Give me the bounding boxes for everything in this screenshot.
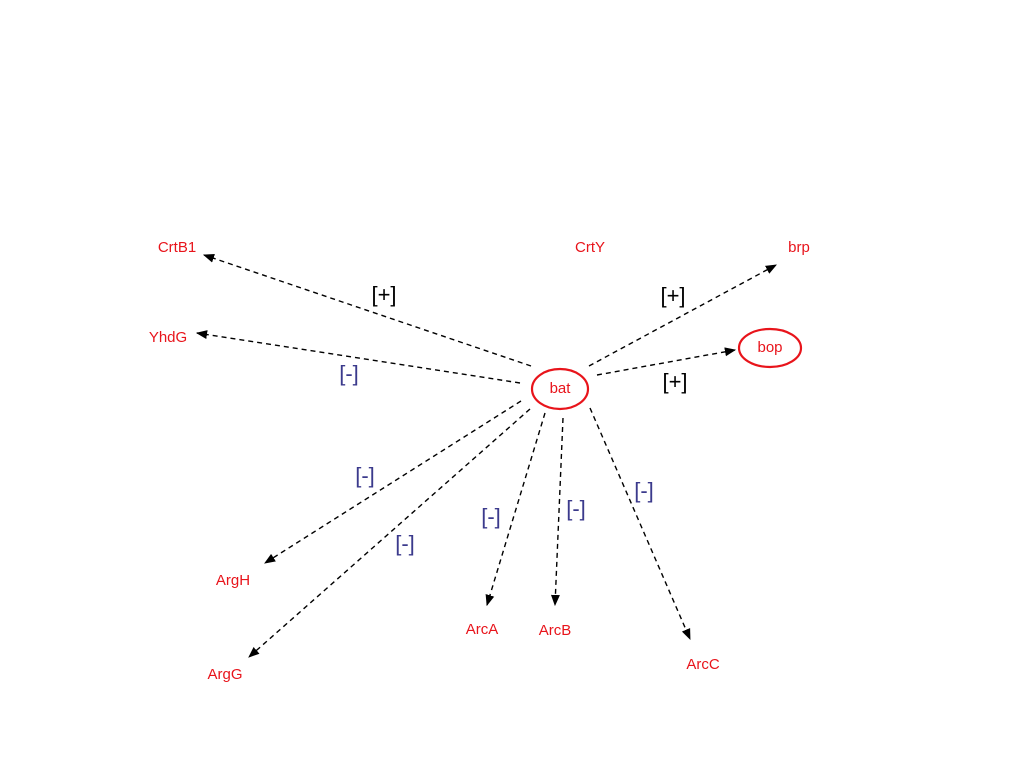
node-bat-circle xyxy=(530,367,590,411)
node-bop-circle xyxy=(737,327,803,369)
node-crtb1: CrtB1 xyxy=(158,239,196,256)
node-argg: ArgG xyxy=(207,666,242,683)
edge-bat-to-brp xyxy=(588,264,777,367)
node-crty: CrtY xyxy=(575,239,605,256)
edge-bat-to-arca xyxy=(485,412,546,607)
node-arcc-label: ArcC xyxy=(686,656,720,673)
edges-layer xyxy=(195,253,777,658)
node-bat-label: bat xyxy=(550,380,572,397)
edge-bat-to-arcc xyxy=(589,407,691,641)
node-arca-label: ArcA xyxy=(466,621,499,638)
edge-sign-crtb1: [+] xyxy=(371,282,396,307)
edge-bat-to-crtb1 xyxy=(202,253,532,367)
node-bop-label: bop xyxy=(757,339,782,356)
node-crtb1-label: CrtB1 xyxy=(158,239,196,256)
edge-sign-argg: [-] xyxy=(395,531,415,556)
edge-sign-arcb: [-] xyxy=(566,496,586,521)
node-brp: brp xyxy=(788,239,810,256)
node-arcc: ArcC xyxy=(686,656,720,673)
edge-bat-to-arcb xyxy=(550,417,564,607)
edge-bat-to-yhdg xyxy=(195,330,521,384)
node-arcb-label: ArcB xyxy=(539,622,572,639)
edge-bat-to-argh xyxy=(264,400,522,564)
node-argh: ArgH xyxy=(216,572,250,589)
node-brp-label: brp xyxy=(788,239,810,256)
node-yhdg: YhdG xyxy=(149,329,187,346)
node-yhdg-label: YhdG xyxy=(149,329,187,346)
edge-sign-arca: [-] xyxy=(481,504,501,529)
edge-sign-argh: [-] xyxy=(355,463,375,488)
node-argg-label: ArgG xyxy=(207,666,242,683)
edge-sign-bop: [+] xyxy=(662,369,687,394)
edge-bat-to-argg xyxy=(248,408,531,658)
node-bop: bop xyxy=(737,327,803,369)
edge-sign-arcc: [-] xyxy=(634,478,654,503)
node-arca: ArcA xyxy=(466,621,499,638)
node-bat: bat xyxy=(530,367,590,411)
edge-signs-layer: [+] [-] [+] [+] [-] [-] [-] [-] [-] xyxy=(339,282,687,556)
edge-sign-yhdg: [-] xyxy=(339,361,359,386)
node-argh-label: ArgH xyxy=(216,572,250,589)
edge-sign-brp: [+] xyxy=(660,283,685,308)
node-arcb: ArcB xyxy=(539,622,572,639)
node-crty-label: CrtY xyxy=(575,239,605,256)
